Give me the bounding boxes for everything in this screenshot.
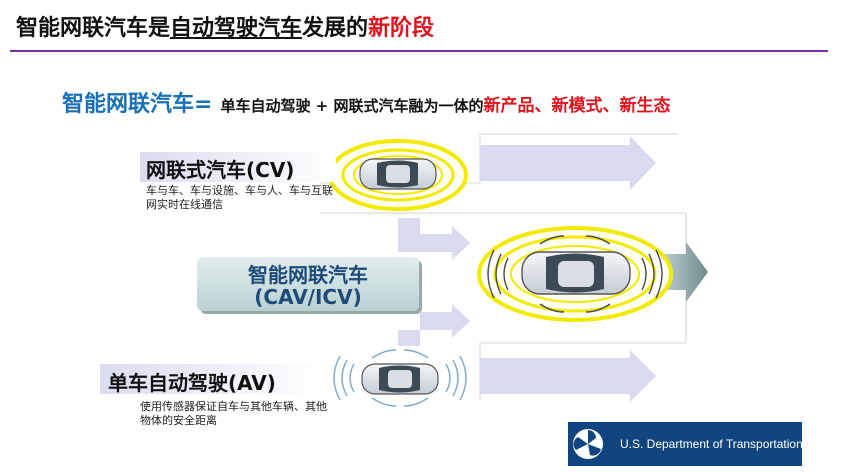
title-part-1: 智能网联汽车是 — [16, 16, 171, 41]
sensor-waves-icon — [487, 235, 663, 313]
title-part-2: 自动驾驶汽车 — [170, 16, 303, 41]
title-part-4: 新阶段 — [368, 16, 435, 41]
sensor-waves-icon — [333, 349, 467, 407]
av-output-arrow — [480, 350, 656, 402]
title-divider — [10, 50, 828, 52]
merge-arrow-from-cv — [398, 218, 470, 260]
cv-output-arrow — [480, 136, 656, 190]
cav-label-box — [197, 257, 419, 311]
formula-equals: = — [194, 92, 213, 117]
dot-logo-text: U.S. Department of Transportation — [620, 437, 803, 451]
cav-subtitle: (CAV/ICV) — [254, 285, 362, 309]
cav-title: 智能网联汽车 — [248, 263, 368, 287]
title-part-3: 发展的 — [302, 16, 369, 41]
av-label-box — [100, 364, 322, 394]
formula-highlight: 新产品、新模式、新生态 — [483, 96, 671, 116]
formula-line: 智能网联汽车= 单车自动驾驶 + 网联式汽车融为一体的新产品、新模式、新生态 — [62, 86, 670, 118]
av-car-group — [333, 349, 467, 407]
av-title: 单车自动驾驶(AV) — [108, 371, 276, 395]
dot-logo — [568, 422, 802, 466]
cav-car-group — [477, 226, 673, 322]
cv-description: 车与车、车与设施、车与人、车与互联网实时在线通信 — [146, 184, 333, 211]
av-description: 使用传感器保证自车与其他车辆、其他物体的安全距离 — [140, 400, 327, 427]
cv-label-box — [140, 152, 336, 182]
triskelion-icon — [573, 429, 603, 459]
formula-middle: 单车自动驾驶 + 网联式汽车融为一体的 — [220, 97, 484, 115]
merge-arrow-from-av — [398, 304, 470, 346]
cav-output-arrow — [664, 242, 708, 302]
cv-title: 网联式汽车(CV) — [146, 158, 295, 182]
formula-lead: 智能网联汽车 — [62, 92, 195, 117]
cv-car-group — [328, 139, 468, 211]
slide-title: 智能网联汽车是自动驾驶汽车发展的新阶段 — [16, 10, 434, 42]
